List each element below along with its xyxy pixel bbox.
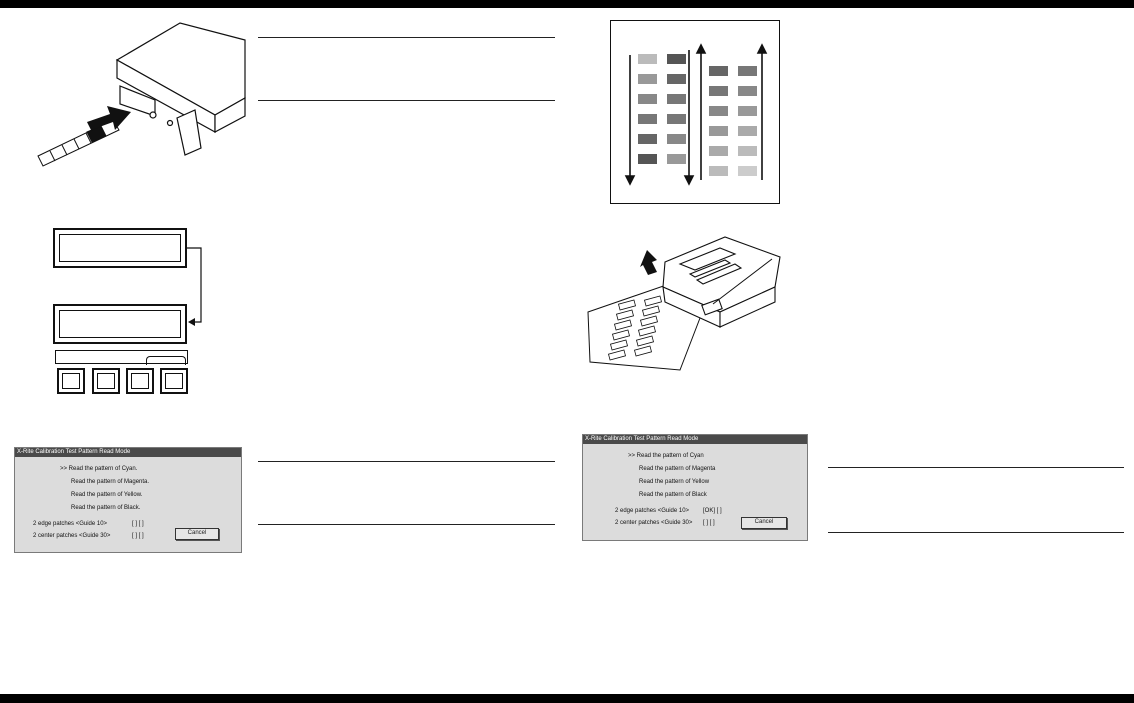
sheet-patch [610,339,628,351]
color-patch [738,106,757,116]
center-patches-status: [ ] [ ] [132,533,144,539]
lcd-screen-top [53,228,187,268]
color-patch [738,166,757,176]
reader-device-illustration [587,236,781,371]
button-label-strip [55,350,188,365]
dialog-line-magenta: Read the pattern of Magenta. [71,479,150,485]
calibration-read-dialog-left: X-Rite Calibration Test Pattern Read Mod… [14,447,242,553]
color-patch [638,114,657,124]
panel-button-4[interactable] [160,368,188,394]
color-patch [667,114,686,124]
sheet-patch [616,309,634,321]
calibration-read-dialog-right: X-Rite Calibration Test Pattern Read Mod… [582,434,808,541]
dialog-line-black: Read the pattern of Black. [71,505,141,511]
color-patch [638,74,657,84]
rule [258,461,555,462]
rule [258,524,555,525]
sheet-patch [608,349,626,361]
color-patch [709,166,728,176]
color-patch [667,134,686,144]
screen-transition-arrow-icon [187,247,202,326]
color-patch [667,154,686,164]
insertion-arrow-icon [87,106,131,130]
sheet-patch [614,319,632,331]
top-border [0,0,1134,8]
dialog-line-magenta: Read the pattern of Magenta [639,466,716,472]
sheet-patch [638,325,656,337]
color-patch [738,146,757,156]
color-patch [738,86,757,96]
rule [258,37,555,38]
panel-button-1[interactable] [57,368,85,394]
dialog-line-yellow: Read the pattern of Yellow. [71,492,143,498]
sheet-patch [636,335,654,347]
rule [258,100,555,101]
edge-patches-status: [OK] [ ] [703,508,722,514]
edge-patches-label: 2 edge patches <Guide 10> [615,508,690,514]
sheet-patch [618,299,636,311]
sheet-patch [644,295,662,307]
dialog-title: X-Rite Calibration Test Pattern Read Mod… [15,448,241,457]
dialog-line-black: Read the pattern of Black [639,492,707,498]
center-patches-status: [ ] [ ] [703,520,715,526]
sheet-patch [640,315,658,327]
color-patch [709,126,728,136]
color-patch [709,66,728,76]
test-pattern-illustration [624,43,768,186]
color-patch [638,54,657,64]
color-patch [638,154,657,164]
sheet-patch [634,345,652,357]
color-patch [738,66,757,76]
color-patch [709,106,728,116]
panel-button-3[interactable] [126,368,154,394]
color-patch [709,146,728,156]
rule [828,532,1124,533]
cancel-button[interactable]: Cancel [741,517,787,529]
cancel-button[interactable]: Cancel [175,528,219,540]
edge-patches-label: 2 edge patches <Guide 10> [33,521,108,527]
color-patch [667,74,686,84]
strip-insertion-illustration [37,22,246,167]
sheet-patch [612,329,630,341]
dialog-line-cyan: >> Read the pattern of Cyan. [60,466,138,472]
dialog-line-cyan: >> Read the pattern of Cyan [628,453,704,459]
color-patch [709,86,728,96]
center-patches-label: 2 center patches <Guide 30> [33,533,111,539]
color-patch [667,94,686,104]
panel-button-2[interactable] [92,368,120,394]
rule [828,467,1124,468]
dialog-line-yellow: Read the pattern of Yellow [639,479,710,485]
color-patch [638,134,657,144]
dialog-title: X-Rite Calibration Test Pattern Read Mod… [583,435,807,444]
color-patch [738,126,757,136]
test-pattern-sheet [610,20,780,204]
center-patches-label: 2 center patches <Guide 30> [615,520,693,526]
lcd-screen-bottom [53,304,187,344]
sheet-patch [642,305,660,317]
feed-arrow-icon [640,250,657,275]
color-patch [638,94,657,104]
bottom-border [0,694,1134,703]
color-patch [667,54,686,64]
edge-patches-status: [ ] [ ] [132,521,144,527]
